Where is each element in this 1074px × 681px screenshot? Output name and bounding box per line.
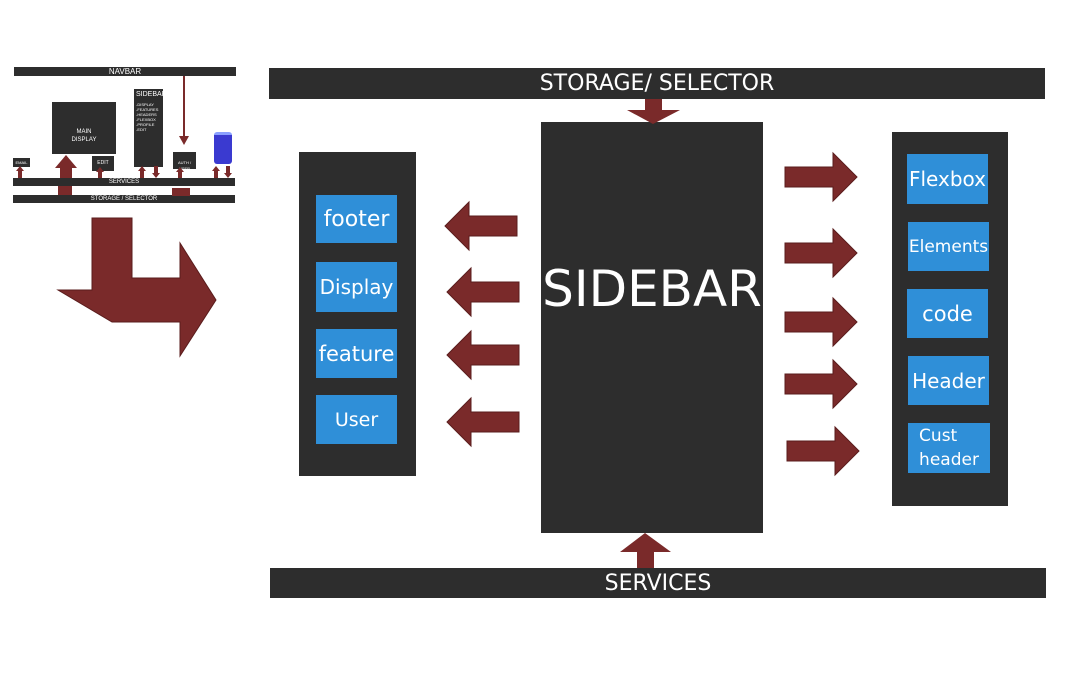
thumb-auth-label: AUTH / USER xyxy=(177,160,192,171)
thumb-sidebar-item: -FEATURES xyxy=(136,107,159,112)
right-item-header: Header xyxy=(908,356,989,405)
thumb-services-label: SERVICES xyxy=(108,179,140,185)
thumb-storage-bar: STORAGE / SELECTOR xyxy=(13,195,235,203)
left-item-display-label: Display xyxy=(319,275,394,299)
thumb-sidebar-item: -HEADERS xyxy=(136,112,157,117)
left-item-user: User xyxy=(316,395,397,444)
big-bent-arrow-icon xyxy=(56,217,217,358)
left-item-feature-label: feature xyxy=(318,341,395,366)
thumb-services-bar: SERVICES xyxy=(13,178,235,186)
right-item-code: code xyxy=(907,289,988,338)
arrow-services-to-sidebar xyxy=(620,533,671,568)
right-item-elements-label: Elements xyxy=(908,236,989,257)
thumb-sidebar-item: -PROFILE xyxy=(136,122,155,127)
arrow-right-code xyxy=(784,297,858,347)
right-item-header-label: Header xyxy=(912,368,985,393)
right-item-flexbox-label: Flexbox xyxy=(908,167,986,191)
thumb-main-display: MAIN DISPLAY xyxy=(52,102,116,154)
left-item-footer: footer xyxy=(316,195,397,243)
thumb-email-label: EMAIL xyxy=(15,160,28,165)
thumb-sidebar-item: -DISPLAY xyxy=(136,102,154,107)
left-item-user-label: User xyxy=(334,408,379,431)
thumb-sidebar: SIDEBAR -DISPLAY-FEATURES-HEADERS-FLEXBO… xyxy=(134,89,167,167)
thumb-main-display-label: MAIN DISPLAY xyxy=(71,129,97,143)
thumb-edit-label: EDIT xyxy=(97,160,109,166)
arrow-right-header xyxy=(784,359,858,409)
thumb-edit-box: EDIT xyxy=(92,156,114,171)
right-item-elements: Elements xyxy=(908,222,989,271)
thumb-auth-box: AUTH / USER xyxy=(173,152,196,171)
thumb-sidebar-item: -EDIT xyxy=(136,127,147,132)
left-item-feature: feature xyxy=(316,329,397,378)
right-item-code-label: code xyxy=(922,301,973,326)
arrow-right-flexbox xyxy=(784,152,858,202)
arrow-left-user xyxy=(446,397,520,447)
thumb-arrows-icon xyxy=(16,76,232,196)
thumb-navbar-label: NAVBAR xyxy=(108,67,142,76)
left-item-footer-label: footer xyxy=(323,206,390,232)
arrow-right-cust-header xyxy=(786,426,860,476)
services-bar: SERVICES xyxy=(270,568,1046,598)
storage-selector-label: STORAGE/ SELECTOR xyxy=(539,71,775,96)
thumb-battery-icon xyxy=(214,132,232,164)
right-item-cust-header: Cust header xyxy=(908,423,990,473)
sidebar-label: SIDEBAR xyxy=(542,259,762,318)
thumb-navbar: NAVBAR xyxy=(14,67,236,76)
right-item-cust-header-label: Cust header xyxy=(919,426,979,470)
right-item-flexbox: Flexbox xyxy=(907,154,988,204)
storage-selector-bar: STORAGE/ SELECTOR xyxy=(269,68,1045,99)
thumb-storage-label: STORAGE / SELECTOR xyxy=(90,196,158,202)
sidebar-block: SIDEBAR xyxy=(541,122,763,533)
services-label: SERVICES xyxy=(604,570,712,596)
left-item-display: Display xyxy=(316,262,397,312)
arrow-left-footer xyxy=(444,201,518,251)
arrow-right-elements xyxy=(784,228,858,278)
thumb-sidebar-items: -DISPLAY-FEATURES-HEADERS-FLEXBOX-PROFIL… xyxy=(136,102,161,132)
thumb-sidebar-title: SIDEBAR xyxy=(136,91,167,98)
arrow-storage-to-sidebar xyxy=(627,99,680,124)
arrow-left-feature xyxy=(446,330,520,380)
thumb-sidebar-item: -FLEXBOX xyxy=(136,117,156,122)
thumb-email-box: EMAIL xyxy=(13,158,30,167)
arrow-left-display xyxy=(446,267,520,317)
